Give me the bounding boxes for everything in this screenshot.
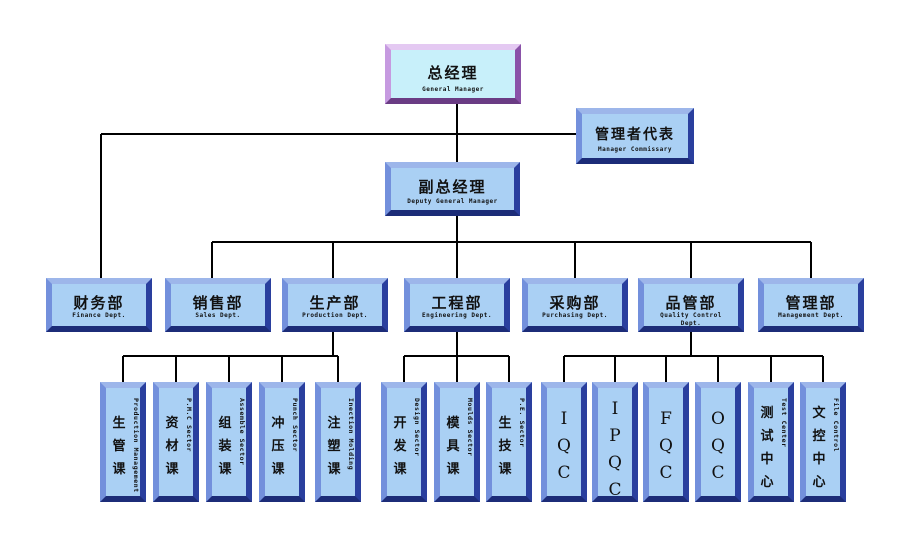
assemble-sector-en: Assemble Sector [238, 398, 246, 466]
fqc-box: FQC [643, 382, 689, 502]
deputy-general-manager-box: 副总经理 Deputy General Manager [385, 162, 520, 216]
management-dept-en: Management Dept. [778, 312, 844, 319]
test-center-cn: 测试中心 [760, 406, 774, 490]
manager-commissary-box: 管理者代表 Manager Commissary [576, 108, 694, 164]
design-sector-en: Design Sector [413, 398, 421, 457]
production-dept-en: Production Dept. [302, 312, 368, 319]
production-management-en: Production Management [132, 398, 140, 493]
pmc-sector-cn: 资材课 [165, 416, 179, 477]
fqc-label: FQC [659, 409, 673, 483]
purchasing-dept-cn: 采购部 [549, 294, 601, 312]
general-manager-en: General Manager [422, 86, 484, 93]
line-quality-sectors [563, 332, 824, 382]
file-control-cn: 文控中心 [812, 406, 826, 490]
assemble-sector-cn: 组装课 [218, 416, 232, 477]
line-engineering-sectors [403, 332, 510, 382]
general-manager-cn: 总经理 [427, 64, 479, 82]
deputy-general-manager-cn: 副总经理 [418, 178, 487, 196]
line-production-sectors [122, 332, 339, 382]
ipqc-label: IPQC [608, 399, 622, 500]
manager-commissary-cn: 管理者代表 [595, 127, 675, 143]
purchasing-dept-en: Purchasing Dept. [542, 312, 608, 319]
engineering-dept-en: Engineering Dept. [422, 312, 492, 319]
punch-sector-box: 冲压课 Punch Sector [259, 382, 305, 502]
oqc-box: OQC [695, 382, 741, 502]
production-management-box: 生管课 Production Management [100, 382, 146, 502]
iqc-label: IQC [557, 409, 571, 483]
production-management-cn: 生管课 [112, 416, 126, 477]
general-manager-box: 总经理 General Manager [385, 44, 521, 104]
finance-dept-cn: 财务部 [73, 294, 125, 312]
iqc-box: IQC [541, 382, 587, 502]
punch-sector-en: Punch Sector [291, 398, 299, 453]
punch-sector-cn: 冲压课 [271, 416, 285, 477]
line-finance [100, 133, 457, 278]
test-center-box: 测试中心 Test Center [748, 382, 794, 502]
pe-sector-cn: 生技课 [498, 416, 512, 477]
moulds-sector-en: Moulds Sector [466, 398, 474, 457]
production-dept-cn: 生产部 [309, 294, 361, 312]
line-dept-drops [211, 242, 812, 278]
pmc-sector-en: P.M.C Sector [185, 398, 193, 453]
file-control-box: 文控中心 File Control [800, 382, 846, 502]
injection-molding-en: Inection Molding [347, 398, 355, 471]
moulds-sector-cn: 模具课 [446, 416, 460, 477]
pmc-sector-box: 资材课 P.M.C Sector [153, 382, 199, 502]
engineering-dept-cn: 工程部 [431, 294, 483, 312]
quality-dept-en: Quality Control Dept. [660, 312, 722, 327]
assemble-sector-box: 组装课 Assemble Sector [206, 382, 252, 502]
sales-dept-cn: 销售部 [192, 294, 244, 312]
injection-molding-box: 注塑课 Inection Molding [315, 382, 361, 502]
pe-sector-en: P.E. Sector [518, 398, 526, 448]
design-sector-box: 开发课 Design Sector [381, 382, 427, 502]
pe-sector-box: 生技课 P.E. Sector [486, 382, 532, 502]
test-center-en: Test Center [780, 398, 788, 448]
sales-dept-en: Sales Dept. [195, 312, 241, 319]
ipqc-box: IPQC [592, 382, 638, 502]
design-sector-cn: 开发课 [393, 416, 407, 477]
management-dept-cn: 管理部 [785, 294, 837, 312]
oqc-label: OQC [711, 409, 725, 483]
deputy-general-manager-en: Deputy General Manager [407, 198, 498, 205]
finance-dept-en: Finance Dept. [72, 312, 126, 319]
manager-commissary-en: Manager Commissary [597, 146, 673, 153]
injection-molding-cn: 注塑课 [327, 416, 341, 477]
file-control-en: File Control [832, 398, 840, 453]
quality-dept-cn: 品管部 [665, 294, 717, 312]
moulds-sector-box: 模具课 Moulds Sector [434, 382, 480, 502]
